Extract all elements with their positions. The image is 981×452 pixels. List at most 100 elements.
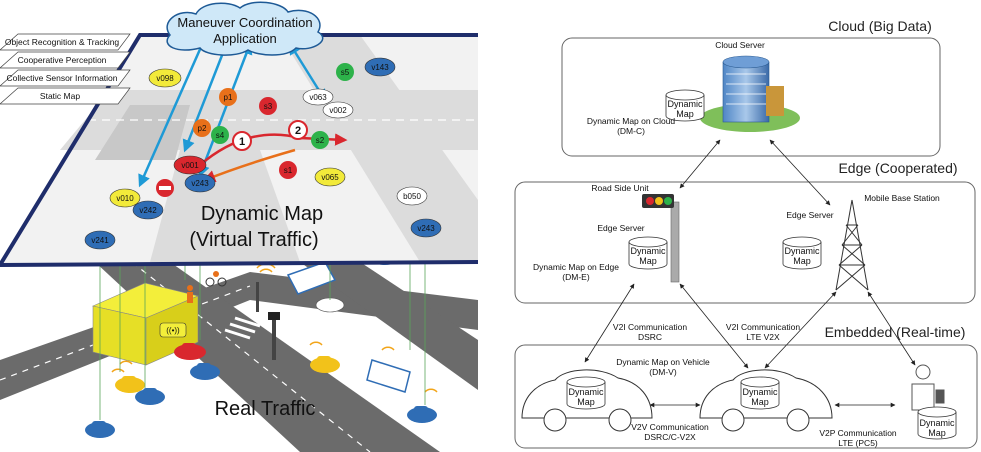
bus-icon <box>286 261 337 295</box>
tier-embedded-label: Embedded (Real-time) <box>825 324 966 340</box>
db-label-1: Dynamic <box>630 246 666 256</box>
rsu-label: Road Side Unit <box>591 183 649 193</box>
vehicle-v242: v242 <box>132 200 164 220</box>
mobile-bs-label: Mobile Base Station <box>864 193 940 203</box>
svg-text:v063: v063 <box>309 93 327 102</box>
car-icon <box>115 376 145 393</box>
v2v-line2: DSRC/C-V2X <box>644 432 696 442</box>
v2i-lte-line1: V2I Communication <box>726 322 800 332</box>
no-entry-icon <box>156 179 174 197</box>
cloud-icon: Maneuver Coordination Application <box>166 1 324 56</box>
vehicle-v098: v098 <box>148 68 182 88</box>
edge-server-right-label: Edge Server <box>786 210 833 220</box>
vehicle-b050: b050 <box>396 186 428 206</box>
db-label-1: Dynamic <box>784 246 820 256</box>
svg-text:b050: b050 <box>403 192 421 201</box>
v2i-lte-line2: LTE V2X <box>746 332 780 342</box>
object-s3: s3 <box>259 97 277 115</box>
database-icon: Dynamic Map <box>782 236 822 270</box>
dm-edge-line2: (DM-E) <box>562 272 590 282</box>
db-label-2: Map <box>577 397 595 407</box>
bus-icon <box>366 359 411 393</box>
object-s4: s4 <box>211 126 229 144</box>
svg-text:s2: s2 <box>316 136 325 145</box>
car-icon <box>310 356 340 373</box>
real-traffic-title: Real Traffic <box>215 398 316 420</box>
object-s1: s1 <box>279 161 297 179</box>
cloud-server-label: Cloud Server <box>715 40 765 50</box>
vehicle-v002: v002 <box>322 101 354 119</box>
v2i-dsrc-line2: DSRC <box>638 332 662 342</box>
coordination-arrows <box>138 35 327 188</box>
object-p1: p1 <box>219 88 237 106</box>
db-label-2: Map <box>676 109 694 119</box>
svg-text:s1: s1 <box>284 166 293 175</box>
road-side-unit-icon <box>642 194 680 283</box>
layer-label: Cooperative Perception <box>18 55 107 65</box>
database-icon: Dynamic Map <box>740 376 780 410</box>
v2p-line1: V2P Communication <box>819 428 897 438</box>
dynamic-map-title-line2: (Virtual Traffic) <box>189 229 318 251</box>
car-icon <box>174 343 206 360</box>
vehicle-v001: v001 <box>173 155 207 175</box>
database-icon: Dynamic Map <box>917 406 957 440</box>
car-icon <box>190 363 220 380</box>
db-label-1: Dynamic <box>742 387 778 397</box>
dynamic-map-title-line1: Dynamic Map <box>201 203 323 225</box>
marker-1-label: 1 <box>239 136 245 148</box>
db-label-2: Map <box>793 256 811 266</box>
dm-cloud-line1: Dynamic Map on Cloud <box>587 116 676 126</box>
db-label-1: Dynamic <box>667 99 703 109</box>
svg-text:v002: v002 <box>329 106 347 115</box>
v2p-line2: LTE (PC5) <box>838 438 878 448</box>
svg-text:((•)): ((•)) <box>166 326 180 335</box>
car-icon <box>315 297 345 313</box>
svg-text:v242: v242 <box>139 206 157 215</box>
vehicle-v241: v241 <box>84 230 116 250</box>
layer-stack: Static Map Collective Sensor Information… <box>0 33 131 105</box>
virtual-vehicles: v098 v143 v063 v002 v001 v243 v010 v242 … <box>84 57 442 250</box>
left-panel: ((•)) <box>0 1 479 452</box>
edge-server-left-label: Edge Server <box>597 223 644 233</box>
vehicle-v065: v065 <box>314 167 346 187</box>
dm-edge-line1: Dynamic Map on Edge <box>533 262 619 272</box>
svg-text:v065: v065 <box>321 173 339 182</box>
traffic-light-icon <box>268 312 280 360</box>
vehicle-v010: v010 <box>109 188 141 208</box>
vehicle-v143: v143 <box>364 57 396 77</box>
vehicle-v063: v063 <box>302 88 334 106</box>
marker-2 <box>288 120 308 140</box>
signal-icon: ((•)) <box>159 322 187 338</box>
virtual-objects: p1 p2 s3 s4 s5 s2 s1 <box>193 63 354 179</box>
object-s2: s2 <box>311 131 329 149</box>
cloud-app-line1: Maneuver Coordination <box>177 15 312 30</box>
cyclist-icon <box>205 271 227 287</box>
svg-text:v001: v001 <box>181 161 199 170</box>
svg-text:v098: v098 <box>156 74 174 83</box>
marker-2-label: 2 <box>295 125 301 137</box>
vehicle-v243a: v243 <box>184 173 216 193</box>
cloud-app-line2: Application <box>213 31 277 46</box>
database-icon: Dynamic Map <box>566 376 606 410</box>
tier-cloud-label: Cloud (Big Data) <box>828 18 932 34</box>
connection-arrows <box>584 139 916 408</box>
traffic-light-icon <box>256 282 259 312</box>
pedestrian-icon <box>187 285 193 303</box>
base-station-tower-icon <box>835 199 869 291</box>
svg-text:v010: v010 <box>116 194 134 203</box>
layer-label: Collective Sensor Information <box>6 73 117 83</box>
svg-text:v241: v241 <box>91 236 109 245</box>
svg-text:v243: v243 <box>191 179 209 188</box>
layer-label: Static Map <box>40 91 80 101</box>
tier-edge-label: Edge (Cooperated) <box>838 160 957 176</box>
svg-text:v243: v243 <box>417 224 435 233</box>
object-s5: s5 <box>336 63 354 81</box>
right-panel: Cloud (Big Data) Edge (Cooperated) Embed… <box>514 18 978 449</box>
svg-text:s3: s3 <box>264 102 273 111</box>
db-label-1: Dynamic <box>919 418 955 428</box>
layer-label: Object Recognition & Tracking <box>5 37 120 47</box>
v2i-dsrc-line1: V2I Communication <box>613 322 687 332</box>
db-label-1: Dynamic <box>568 387 604 397</box>
v2v-line1: V2V Communication <box>631 422 709 432</box>
